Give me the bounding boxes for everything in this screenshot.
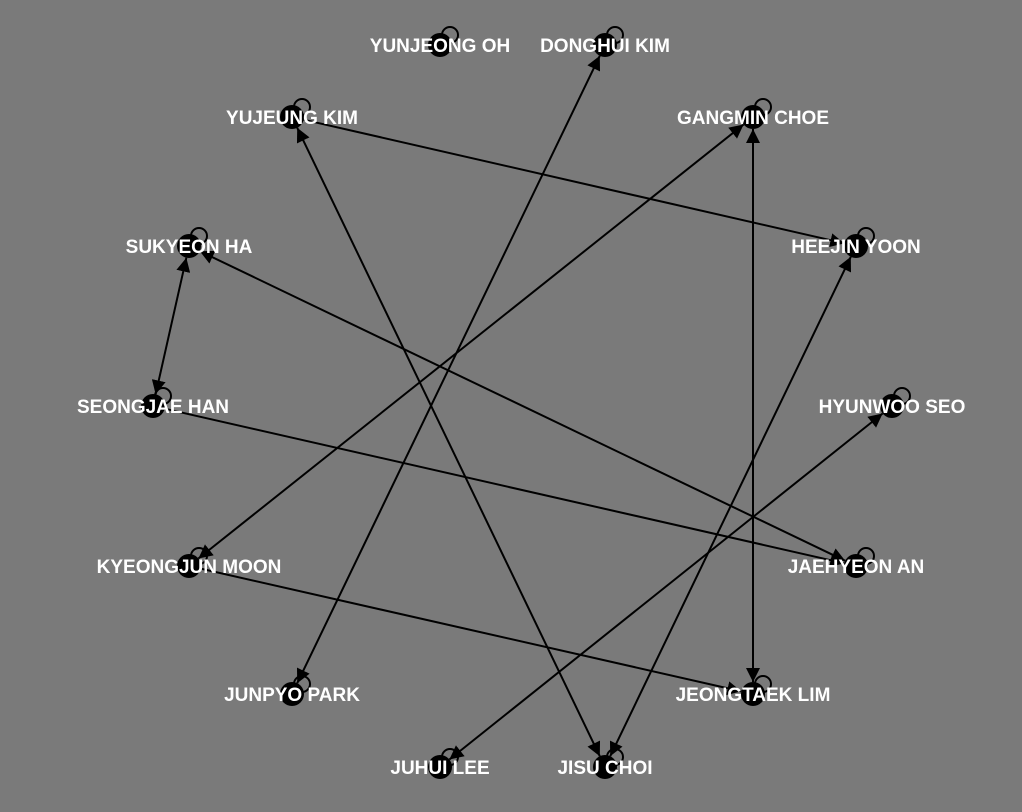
node-label-sukyeon_ha: SUKYEON HA [126, 237, 253, 258]
node-juhui_lee[interactable] [428, 755, 452, 779]
node-label-jaehyeon_an: JAEHYEON AN [788, 557, 925, 578]
node-label-yunjeong_oh: YUNJEONG OH [370, 36, 510, 57]
nodes-layer [141, 33, 904, 779]
node-label-donghui_kim: DONGHUI KIM [540, 36, 670, 57]
edge-yujeung_kim-jisu_choi [296, 127, 601, 757]
node-label-jeongtaek_lim: JEONGTAEK LIM [676, 685, 831, 706]
node-junpyo_park[interactable] [280, 682, 304, 706]
edge-sukyeon_ha-jaehyeon_an [199, 250, 846, 562]
edge-yujeung_kim-heejin_yoon [303, 118, 845, 248]
node-jaehyeon_an[interactable] [844, 554, 868, 578]
node-jisu_choi[interactable] [593, 755, 617, 779]
node-label-gangmin_choe: GANGMIN CHOE [677, 108, 829, 129]
node-label-junpyo_park: JUNPYO PARK [224, 685, 360, 706]
node-seongjae_han[interactable] [141, 394, 165, 418]
node-label-yujeung_kim: YUJEUNG KIM [226, 108, 358, 129]
self-loops-layer [154, 26, 911, 766]
edges-layer [151, 55, 884, 761]
edge-seongjae_han-jaehyeon_an [164, 407, 845, 568]
node-sukyeon_ha[interactable] [177, 234, 201, 258]
node-yunjeong_oh[interactable] [428, 33, 452, 57]
node-hyunwoo_seo[interactable] [880, 394, 904, 418]
node-donghui_kim[interactable] [593, 33, 617, 57]
node-label-hyunwoo_seo: HYUNWOO SEO [819, 397, 966, 418]
edge-kyeongjun_moon-jeongtaek_lim [200, 567, 742, 696]
labels-layer: YUNJEONG OH DONGHUI KIM YUJEUNG KIM GANGMIN… [77, 36, 965, 779]
node-yujeung_kim[interactable] [280, 105, 304, 129]
node-jeongtaek_lim[interactable] [741, 682, 765, 706]
edge-sukyeon_ha-seongjae_han [151, 257, 191, 395]
edge-hyunwoo_seo-juhui_lee [448, 412, 884, 761]
edge-gangmin_choe-kyeongjun_moon [197, 123, 745, 560]
node-gangmin_choe[interactable] [741, 105, 765, 129]
node-label-jisu_choi: JISU CHOI [557, 758, 652, 779]
node-kyeongjun_moon[interactable] [177, 554, 201, 578]
node-label-seongjae_han: SEONGJAE HAN [77, 397, 229, 418]
node-label-heejin_yoon: HEEJIN YOON [791, 237, 921, 258]
node-label-kyeongjun_moon: KYEONGJUN MOON [97, 557, 282, 578]
node-label-juhui_lee: JUHUI LEE [390, 758, 489, 779]
node-heejin_yoon[interactable] [844, 234, 868, 258]
